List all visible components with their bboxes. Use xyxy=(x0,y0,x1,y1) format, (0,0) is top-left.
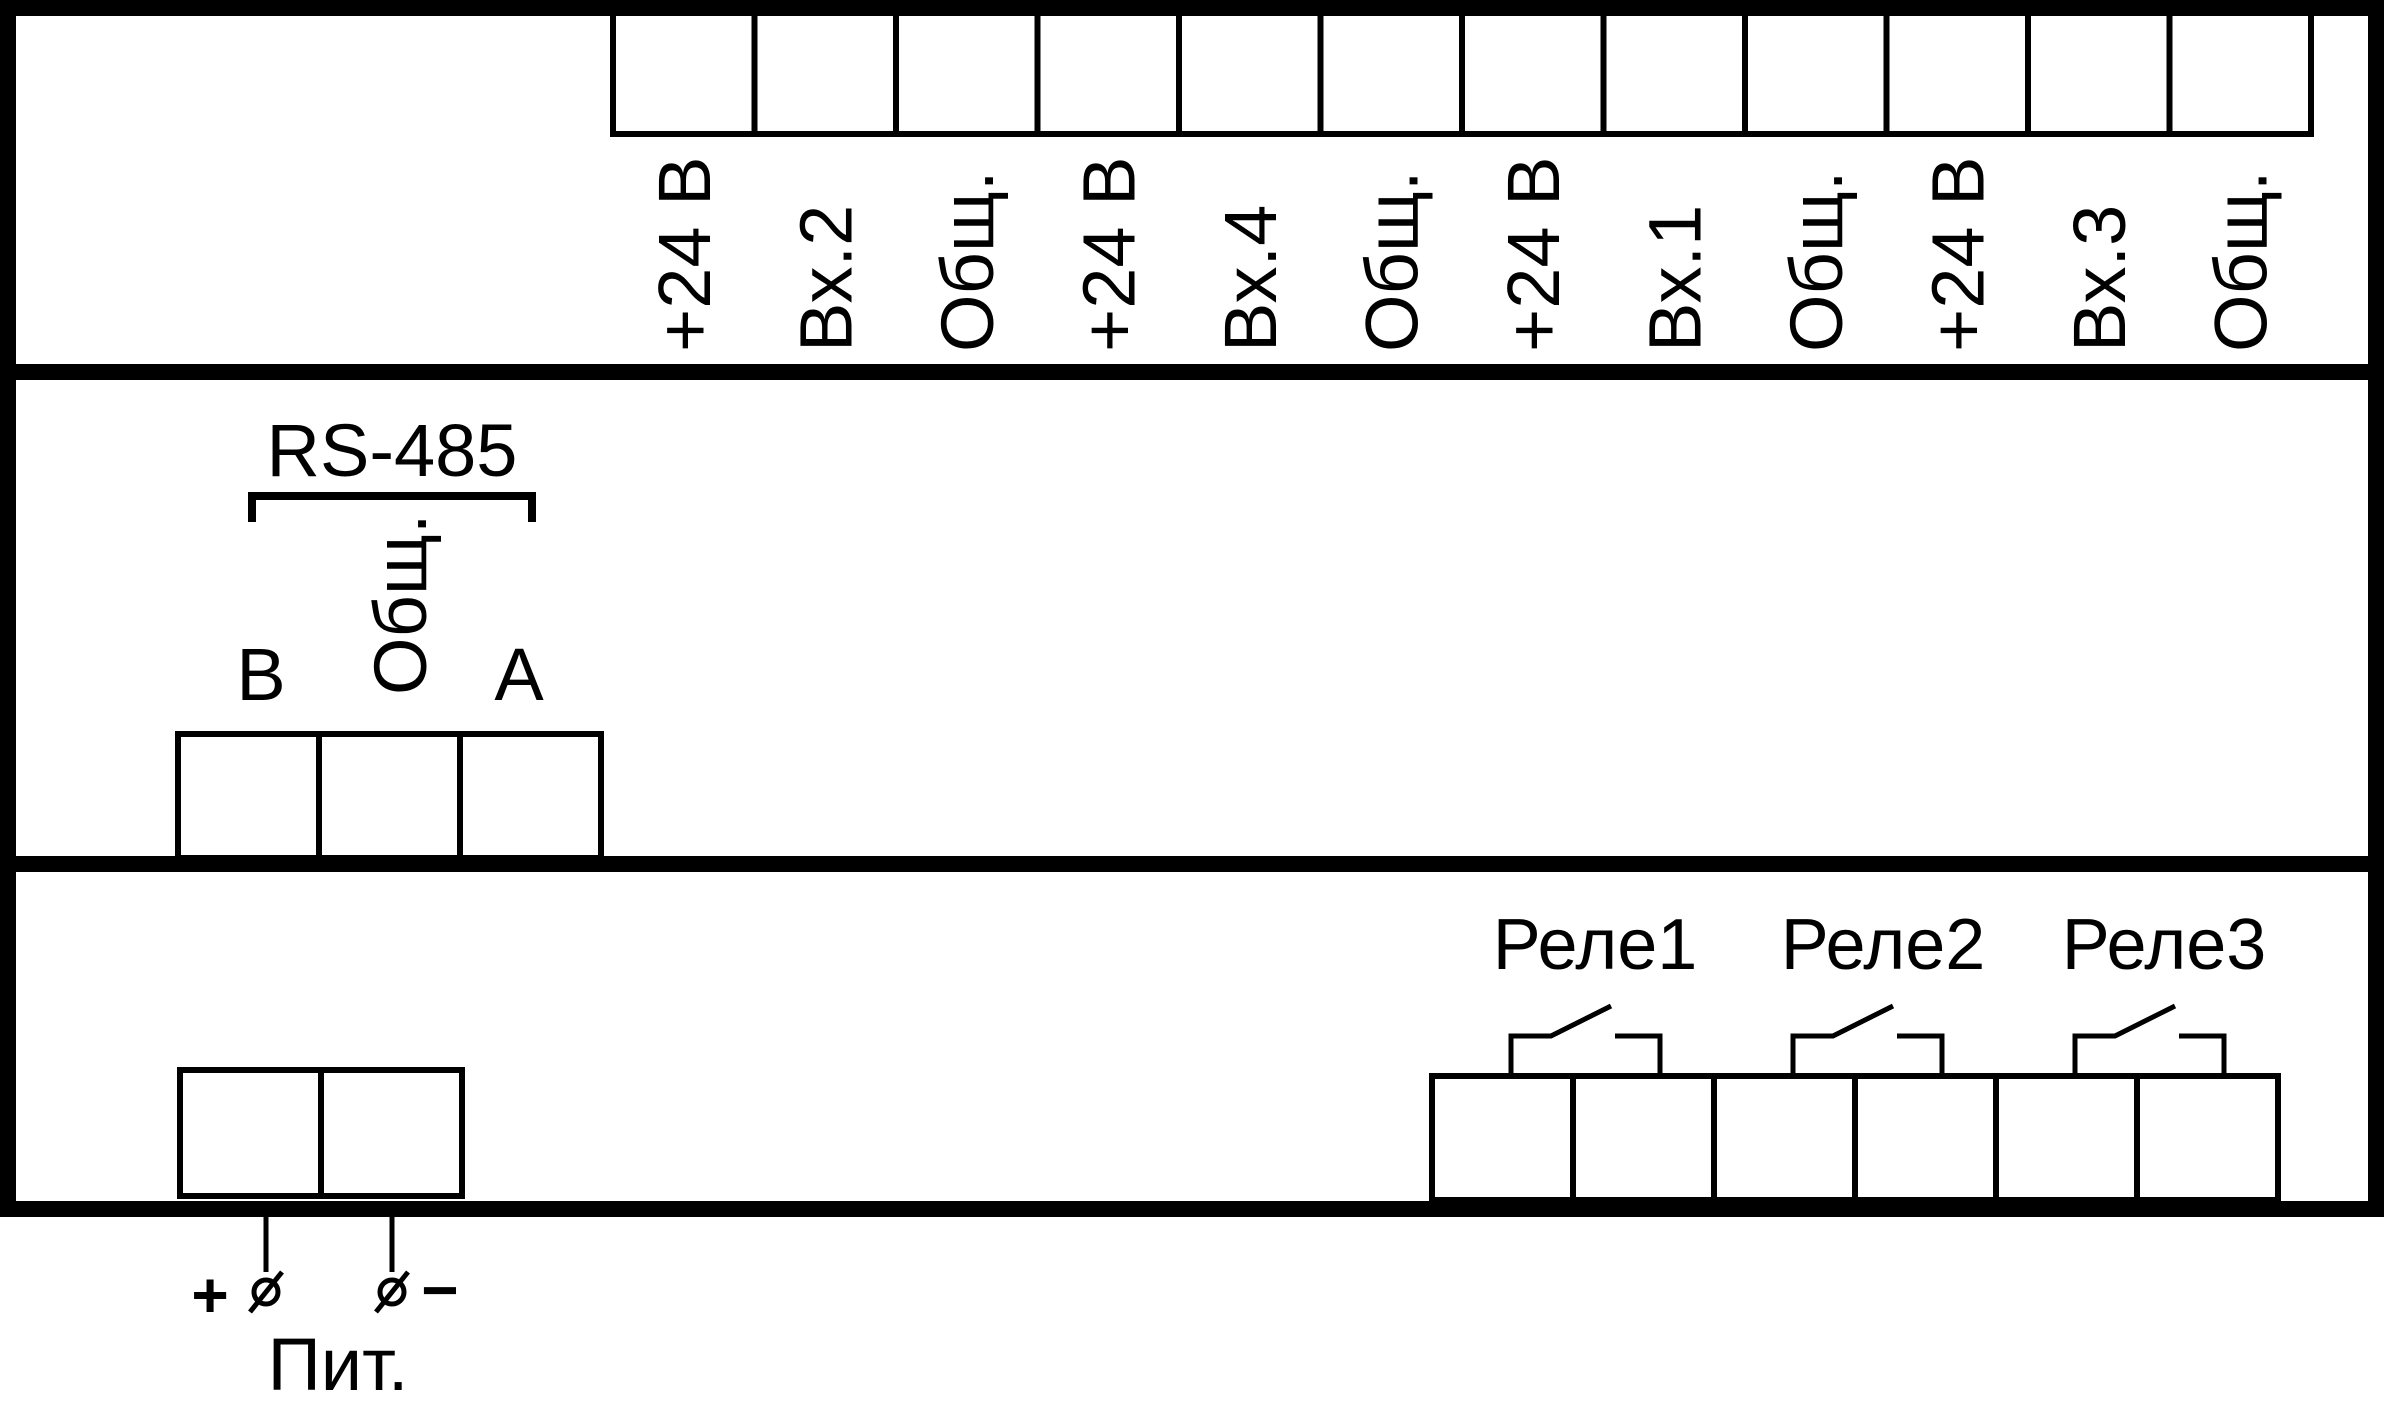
relay-2-label: Реле2 xyxy=(1781,905,1986,985)
relay-3-label: Реле3 xyxy=(2062,905,2267,985)
top-terminal-label: Общ. xyxy=(1775,171,1858,352)
rs485-terminal-cell xyxy=(457,731,604,861)
relay-switch-icon xyxy=(1508,1003,1663,1076)
relay-terminal-cell xyxy=(2134,1073,2281,1203)
relay-terminal-cell xyxy=(1711,1073,1858,1203)
power-minus-sign: − xyxy=(421,1254,458,1326)
top-terminal-label: Вх.3 xyxy=(2058,205,2141,352)
top-terminal-cell xyxy=(1742,5,1890,137)
relay-contact-symbols xyxy=(1508,1003,2227,1076)
power-plus-sign: + xyxy=(191,1259,228,1331)
top-terminal-label: +24 В xyxy=(1067,157,1150,352)
rs485-label-a: A xyxy=(494,633,544,716)
rs485-title: RS-485 xyxy=(267,409,518,492)
relay-terminal-cell xyxy=(1429,1073,1576,1203)
rs485-group: RS-485 B Общ. A xyxy=(175,409,604,861)
top-terminal-cell xyxy=(751,5,899,137)
top-terminal-label: Общ. xyxy=(2199,171,2282,352)
top-terminal-label: +24 В xyxy=(643,157,726,352)
top-terminal-cell xyxy=(2025,5,2173,137)
terminal-screw-icon xyxy=(374,1270,410,1314)
power-group: + − Пит. xyxy=(177,1067,465,1406)
power-terminal-cell xyxy=(318,1067,465,1199)
top-terminal-cell xyxy=(610,5,758,137)
top-terminal-label: Вх.2 xyxy=(784,205,867,352)
relay-switch-icon xyxy=(2072,1003,2227,1076)
relay-group: Реле1 Реле2 Реле3 xyxy=(1429,905,2281,1203)
relay-1-label: Реле1 xyxy=(1493,905,1698,985)
top-terminal-label: Общ. xyxy=(1350,171,1433,352)
top-terminal-label: Общ. xyxy=(926,171,1009,352)
top-terminal-cell xyxy=(1176,5,1324,137)
rs485-label-common: Общ. xyxy=(359,514,442,695)
power-terminal-block xyxy=(177,1067,465,1199)
top-terminal-cell xyxy=(1459,5,1607,137)
relay-terminal-cell xyxy=(1993,1073,2140,1203)
top-terminal-cell xyxy=(893,5,1041,137)
rs485-terminal-cell xyxy=(175,731,322,861)
top-terminal-cell xyxy=(1317,5,1465,137)
rs485-terminal-block xyxy=(175,731,604,861)
rs485-bracket xyxy=(248,492,536,522)
rs485-label-b: B xyxy=(236,633,285,716)
terminal-screw-icon xyxy=(248,1270,284,1314)
rs485-terminal-cell xyxy=(316,731,463,861)
relay-switch-icon xyxy=(1790,1003,1945,1076)
top-terminal-cell xyxy=(1034,5,1182,137)
top-terminal-label: Вх.4 xyxy=(1209,205,1292,352)
power-label: Пит. xyxy=(268,1323,409,1406)
top-terminal-label: +24 В xyxy=(1492,157,1575,352)
relay-terminal-block xyxy=(1429,1073,2281,1203)
top-terminal-block: +24 В Вх.2 Общ. +24 В Вх.4 Общ. +24 В Вх.1 Общ. +… xyxy=(610,5,2314,352)
top-terminal-label: Вх.1 xyxy=(1633,205,1716,352)
relay-terminal-cell xyxy=(1852,1073,1999,1203)
rs485-terminal-outline xyxy=(175,731,604,861)
top-terminal-cell xyxy=(1600,5,1748,137)
top-terminal-cell xyxy=(1883,5,2031,137)
relay-terminal-cell xyxy=(1570,1073,1717,1203)
top-terminal-label: +24 В xyxy=(1916,157,1999,352)
power-terminal-cell xyxy=(177,1067,324,1199)
top-terminal-cell xyxy=(2166,5,2314,137)
